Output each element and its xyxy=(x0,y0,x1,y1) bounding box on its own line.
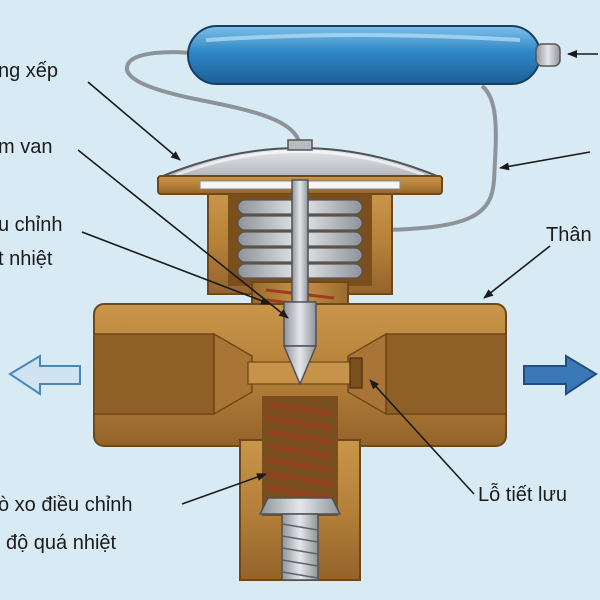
orifice-ring xyxy=(349,357,363,389)
arrow-right-icon xyxy=(523,354,598,396)
capillary-tube-right xyxy=(384,84,498,232)
label-body: Thân xyxy=(546,224,592,246)
arrow-left-icon xyxy=(8,354,81,396)
label-adjust-line1: u chỉnh xyxy=(0,214,63,236)
sensing-bulb xyxy=(187,25,561,85)
leader-needle xyxy=(77,149,289,319)
label-spring-line2: độ quá nhiệt xyxy=(6,532,117,554)
leader-orifice xyxy=(369,379,475,495)
lower-body xyxy=(239,396,361,581)
label-adjust-line2: t nhiệt xyxy=(0,248,53,270)
label-needle: m van xyxy=(0,136,53,158)
superheat-spring xyxy=(267,402,333,500)
leader-bellows xyxy=(87,81,181,161)
leader-capillary xyxy=(499,151,591,171)
label-spring-line1: ò xo điều chỉnh xyxy=(0,494,133,516)
label-bellows: ng xếp xyxy=(0,60,59,82)
leader-adjust xyxy=(81,231,271,305)
leader-spring xyxy=(181,473,267,505)
leader-body xyxy=(483,245,551,299)
capillary-tube-left xyxy=(124,50,302,149)
label-orifice: Lỗ tiết lưu xyxy=(478,484,567,506)
needle-valve xyxy=(282,179,318,386)
